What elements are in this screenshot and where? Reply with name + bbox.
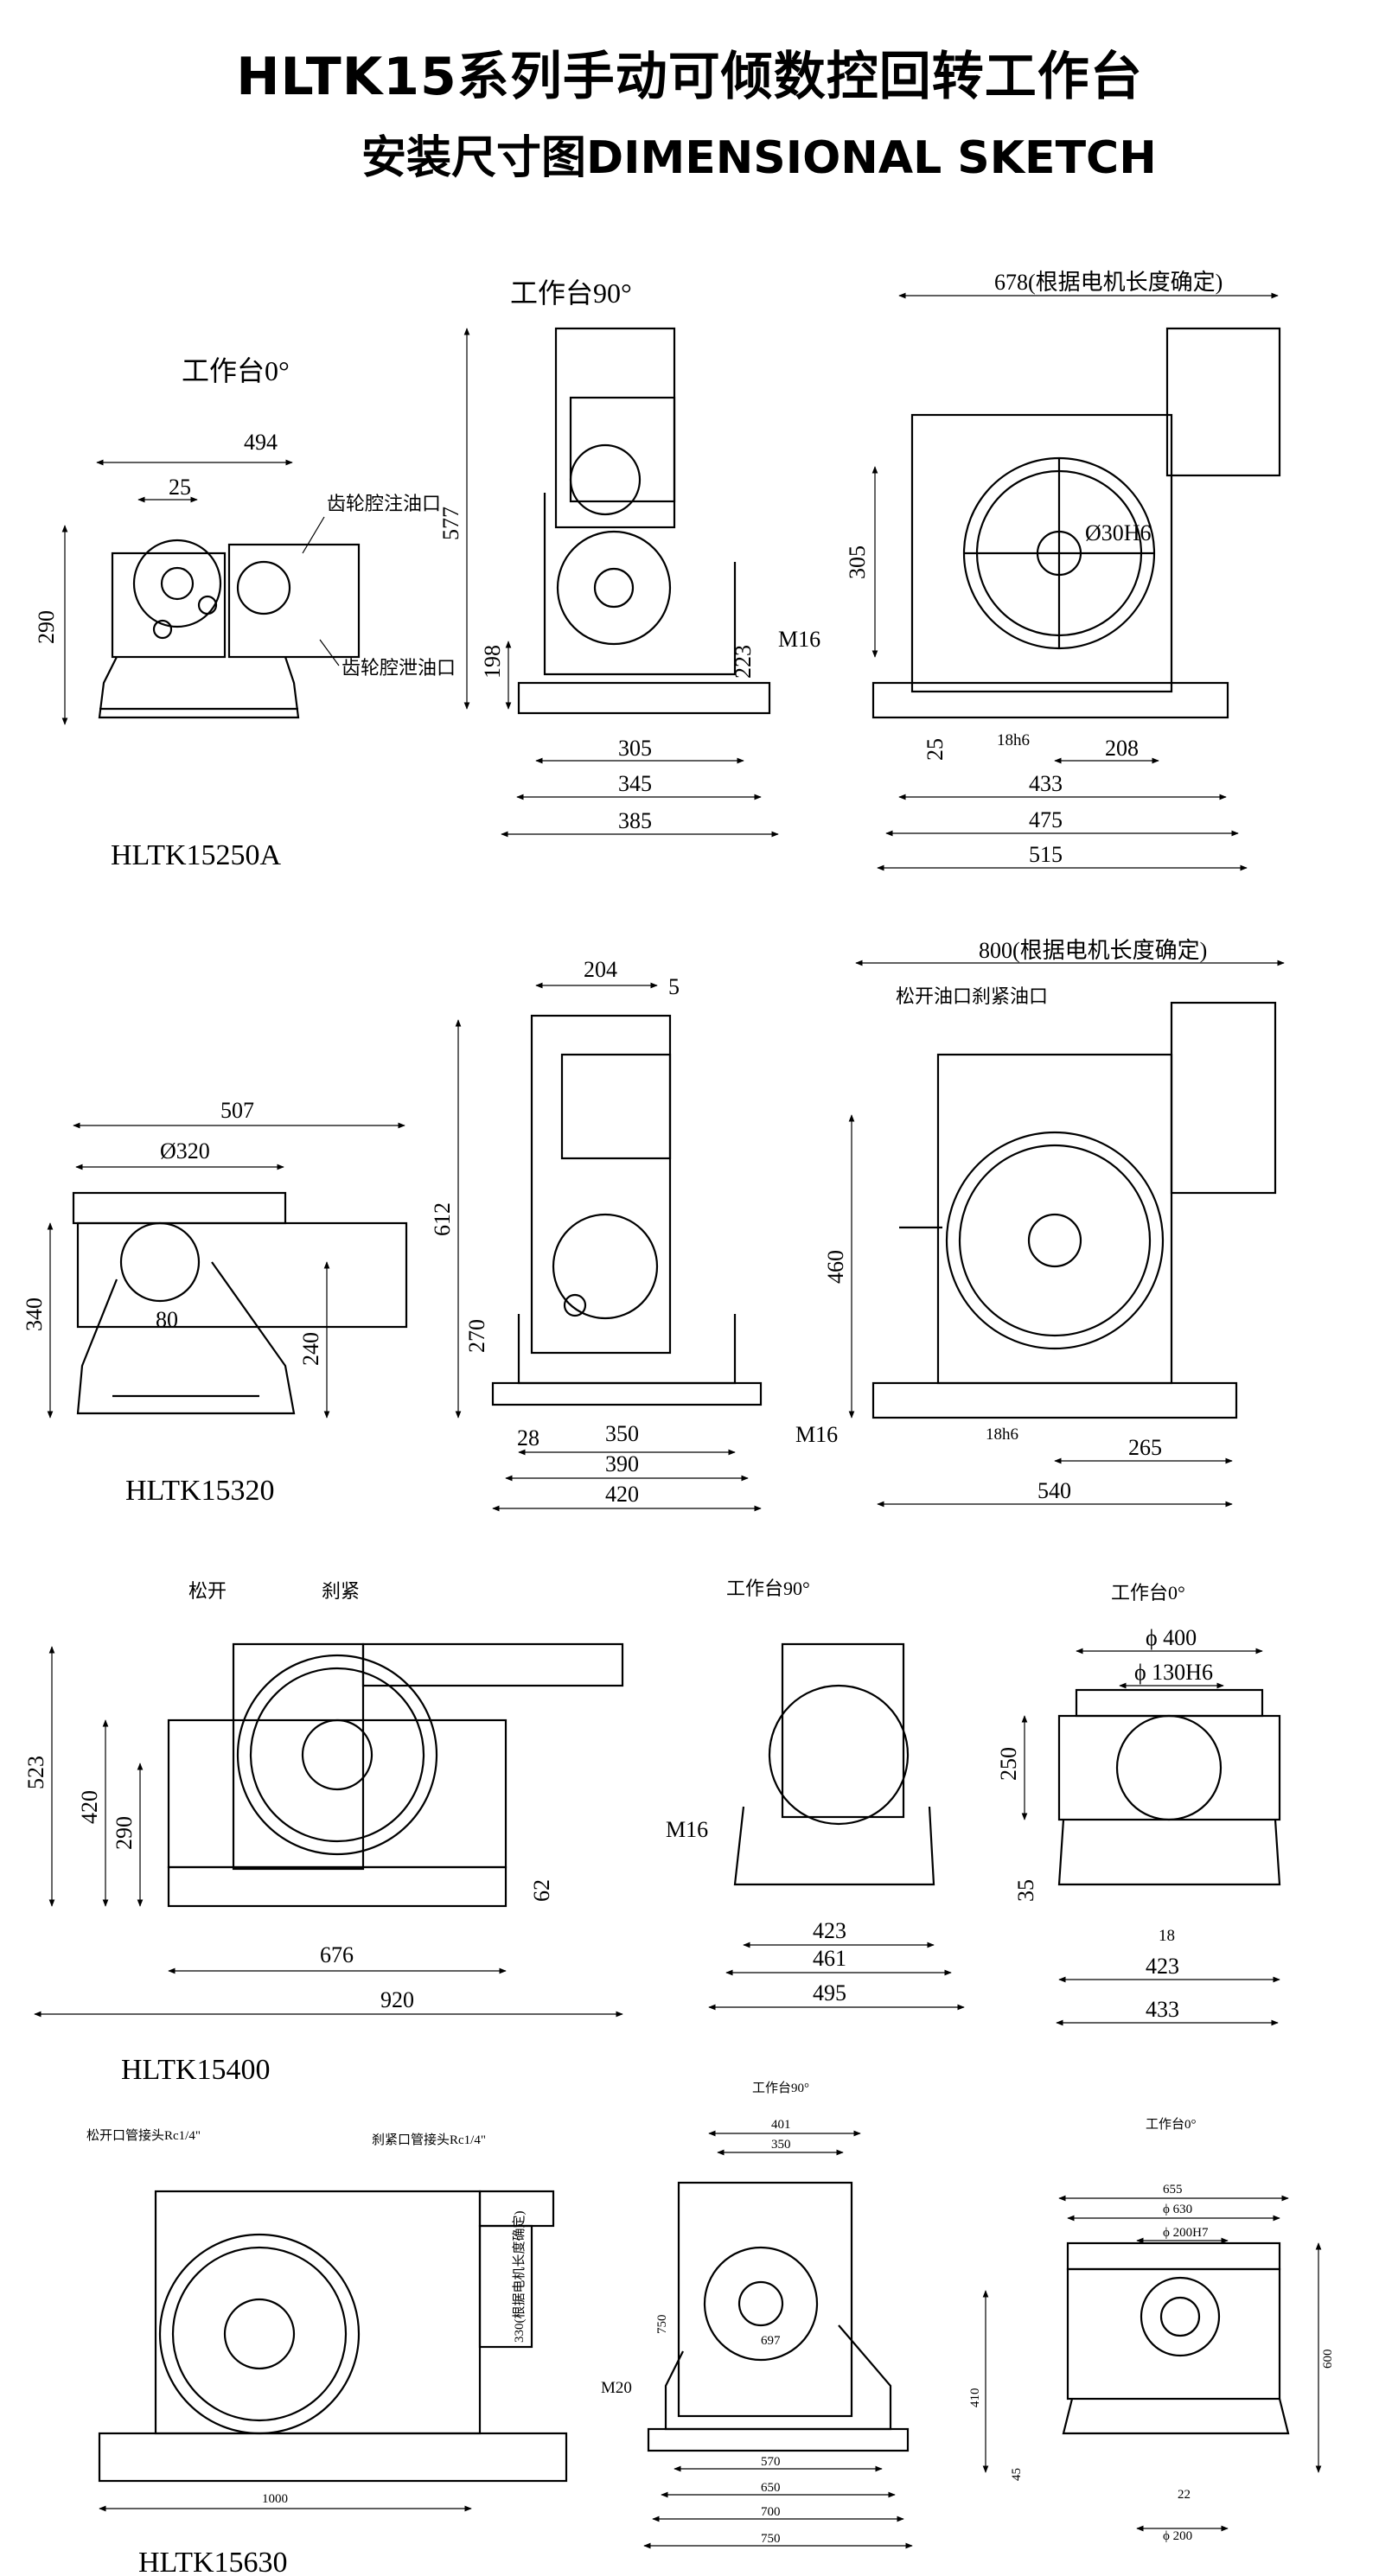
dim-d1: 223 [731, 645, 756, 679]
dim-width: 540 [1037, 1478, 1071, 1503]
dim-d: 697 [761, 2334, 781, 2348]
table-diameter: ϕ 400 [1146, 1625, 1197, 1650]
dim-w2: 345 [618, 771, 652, 796]
dim-w1: 570 [761, 2455, 781, 2469]
dim-h2: 420 [77, 1790, 102, 1824]
dim-offset: 80 [156, 1307, 178, 1332]
dim-h2: 600 [1321, 2350, 1335, 2369]
model-320-drawings: 507 Ø320 340 80 240 HLTK15320 204 5 612 … [22, 938, 1285, 1512]
dim-h2: 240 [298, 1332, 323, 1366]
dim-w2: 920 [380, 1987, 414, 2012]
dim-d4: ϕ 200 [1163, 2529, 1192, 2543]
note-fill-port: 齿轮腔注油口 [327, 493, 441, 514]
dim-w2: 461 [813, 1946, 846, 1971]
view-90-label: 工作台90° [726, 1578, 810, 1599]
table-diameter: ϕ 630 [1163, 2203, 1192, 2216]
dim-height: 460 [823, 1250, 848, 1284]
dim-w2: 433 [1146, 1997, 1179, 2022]
dim-w3: 495 [813, 1980, 846, 2005]
dim-h1: 523 [23, 1756, 48, 1789]
dim-h2: 35 [1013, 1879, 1038, 1902]
dim-top: 204 [584, 957, 617, 982]
view-0-label: 工作台0° [1111, 1582, 1185, 1604]
dim-d: 28 [517, 1425, 539, 1451]
model-name: HLTK15320 [125, 1475, 275, 1507]
dim-w1: 433 [1029, 771, 1063, 796]
model-name: HLTK15400 [121, 2054, 271, 2086]
dim-w3: 700 [761, 2505, 781, 2519]
motor-length-note: 800(根据电机长度确定) [979, 938, 1207, 963]
page-subtitle: 安装尺寸图DIMENSIONAL SKETCH [361, 132, 1157, 184]
key-size: 22 [1178, 2488, 1191, 2502]
port-brake-note: 刹紧口管接头Rc1/4" [372, 2133, 486, 2147]
dim-gap: 5 [668, 974, 680, 999]
view-0-label: 工作台0° [182, 355, 290, 386]
model-630-drawings: 松开口管接头Rc1/4" 刹紧口管接头Rc1/4" 330(根据电机长度确定) … [86, 2081, 1335, 2576]
dim-height: 612 [430, 1202, 455, 1236]
dim-d1: 655 [1163, 2183, 1183, 2197]
dim-offset: 25 [169, 475, 191, 500]
dim-h1: 410 [968, 2388, 982, 2408]
bolt-size: M20 [601, 2379, 632, 2397]
dim-w3: 385 [618, 808, 652, 833]
dim-w1: 423 [813, 1918, 846, 1943]
note-drain-port: 齿轮腔泄油口 [342, 657, 456, 679]
dim-height: 577 [438, 507, 463, 540]
bore-diameter: ϕ 200H7 [1163, 2226, 1209, 2240]
dim-w3: 515 [1029, 842, 1063, 867]
dim-width: 1000 [262, 2492, 288, 2506]
key-size: 18h6 [986, 1425, 1018, 1444]
dim-w4: 750 [761, 2532, 781, 2546]
page-title: HLTK15系列手动可倾数控回转工作台 [236, 47, 1143, 107]
dim-height: 305 [845, 545, 870, 579]
dim-w1: 676 [320, 1942, 354, 1967]
dim-h2: 25 [923, 738, 948, 761]
label-release: 松开 [188, 1580, 227, 1602]
dim-base-height: 270 [464, 1319, 489, 1353]
motor-length-note: 678(根据电机长度确定) [994, 270, 1223, 295]
dim-t2: 350 [771, 2138, 791, 2152]
dim-d: 62 [529, 1879, 554, 1902]
dim-h3: 45 [1010, 2468, 1024, 2481]
view-90-label: 工作台90° [752, 2081, 809, 2095]
bolt-size: M16 [666, 1817, 708, 1842]
model-name: HLTK15250A [111, 839, 282, 871]
motor-length-note: 330(根据电机长度确定) [512, 2211, 527, 2343]
model-250a-drawings: 工作台0° 494 25 290 齿轮腔注油口 齿轮腔泄油口 工作台90° 57… [34, 270, 1281, 871]
model-400-drawings: 松开 刹紧 523 420 290 62 676 920 HLTK15400 工… [23, 1578, 1281, 2086]
dim-w2: 390 [605, 1451, 639, 1476]
key-size: 18 [1159, 1927, 1175, 1945]
dim-w1: 350 [605, 1421, 639, 1446]
model-name: HLTK15630 [138, 2547, 288, 2576]
dim-w2: 650 [761, 2481, 781, 2495]
dim-w1: 423 [1146, 1954, 1179, 1979]
port-release-note: 松开口管接头Rc1/4" [86, 2128, 201, 2143]
table-diameter: Ø320 [160, 1138, 210, 1164]
dim-d: 265 [1128, 1435, 1162, 1460]
dim-t1: 401 [771, 2118, 791, 2132]
dim-w3: 420 [605, 1482, 639, 1507]
label-brake: 刹紧 [322, 1580, 360, 1602]
dim-height: 290 [34, 610, 59, 644]
dim-h: 250 [996, 1747, 1021, 1781]
bore-diameter: ϕ 130H6 [1134, 1660, 1213, 1685]
port-note: 松开油口刹紧油口 [896, 985, 1048, 1007]
bolt-size: M16 [795, 1422, 838, 1447]
dim-h: 750 [655, 2315, 669, 2335]
view-0-label: 工作台0° [1146, 2117, 1197, 2132]
dim-width: 507 [220, 1098, 254, 1123]
key-size: 18h6 [997, 731, 1030, 749]
dim-base-height: 198 [480, 645, 505, 679]
dim-h3: 290 [112, 1816, 137, 1850]
bore-diameter: Ø30H6 [1085, 520, 1152, 545]
dim-d: 208 [1105, 736, 1139, 761]
dim-w2: 475 [1029, 807, 1063, 832]
dim-height: 340 [22, 1298, 47, 1331]
view-90-label: 工作台90° [510, 277, 632, 309]
dim-w1: 305 [618, 736, 652, 761]
bolt-size: M16 [778, 627, 820, 652]
dim-width: 494 [244, 430, 278, 455]
